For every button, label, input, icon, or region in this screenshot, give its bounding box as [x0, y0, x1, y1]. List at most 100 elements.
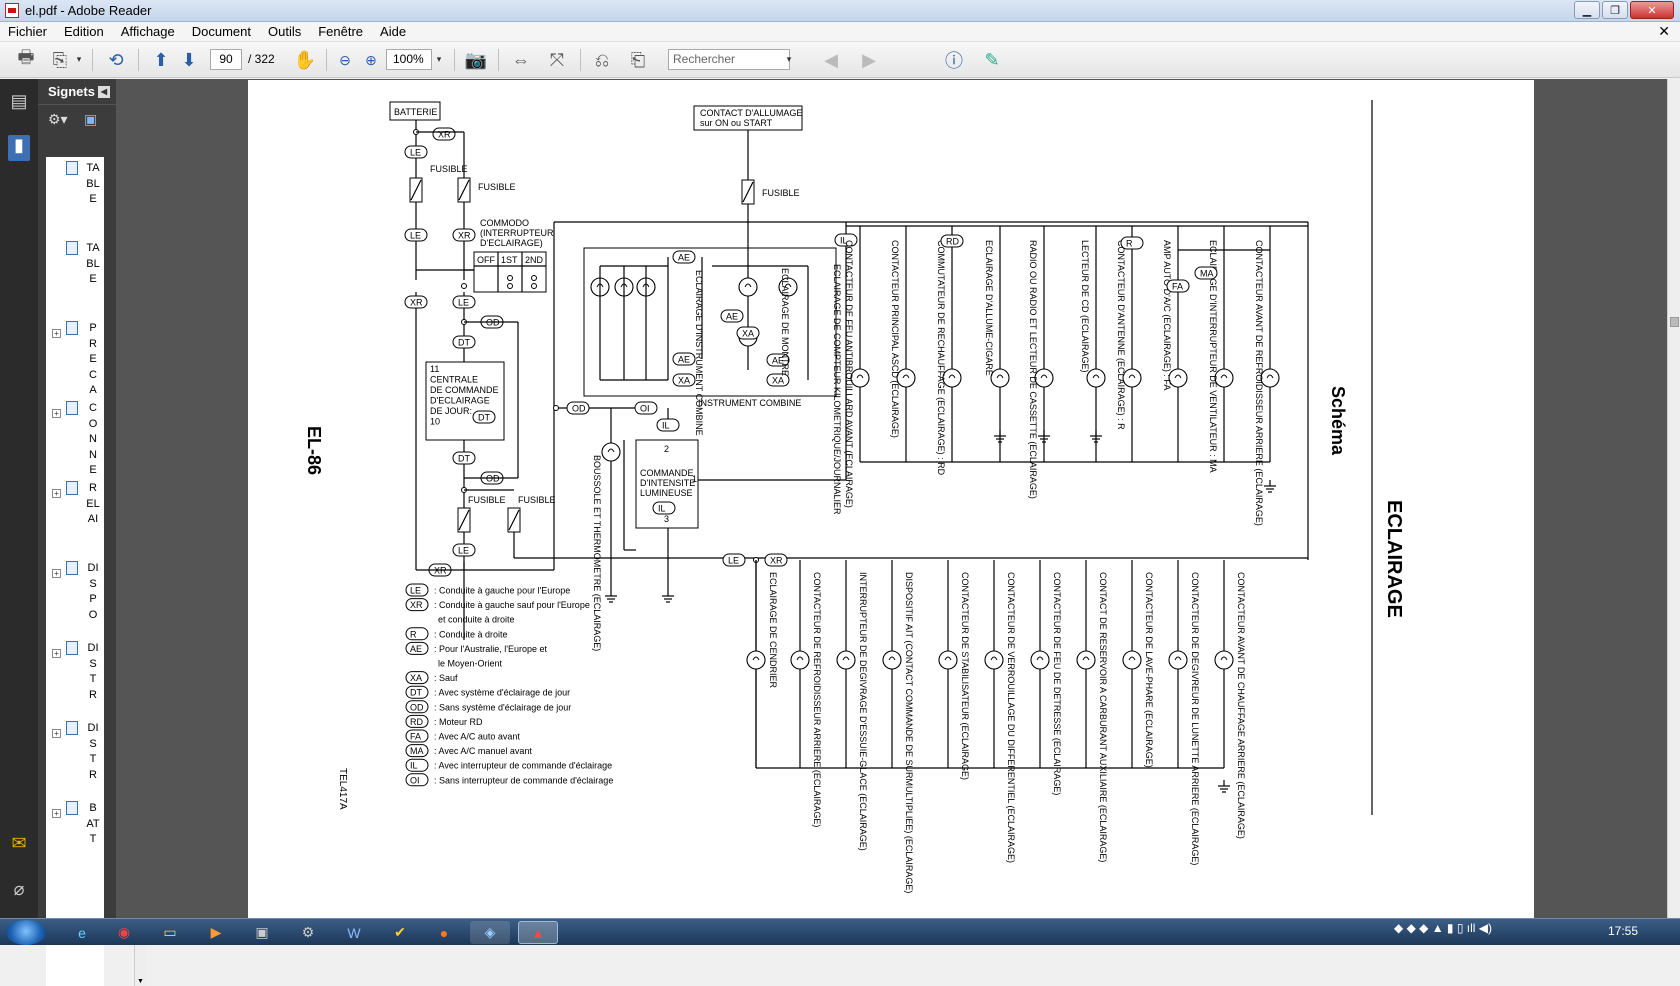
menu-aide[interactable]: Aide — [380, 24, 407, 39]
lamp-filament — [1036, 656, 1044, 661]
info-icon[interactable]: ⓘ — [945, 51, 963, 71]
legend-text: : Conduite à gauche pour l'Europe — [434, 586, 570, 596]
previous-page-icon[interactable]: ⬆ — [153, 49, 169, 70]
sign-icon[interactable]: ✎ — [984, 49, 1000, 70]
adobe-reader-task-icon[interactable]: ▲ — [518, 921, 558, 944]
share-dropdown-icon[interactable]: ▾ — [76, 54, 82, 64]
close-document-icon[interactable]: ✕ — [1658, 23, 1670, 39]
media-icon[interactable]: ▶ — [210, 924, 222, 940]
document-scrollbar[interactable] — [1667, 79, 1680, 918]
options-gear-icon[interactable]: ⚙▾ — [48, 111, 68, 127]
connector-r — [1120, 236, 1144, 250]
pages-icon[interactable]: ▤ — [10, 91, 28, 111]
legend-code: FA — [410, 732, 421, 742]
page-ref: EL-86 — [304, 426, 324, 475]
toolbar: 🖶 ⎘ ▾ ⟲ ⬆ ⬇ 90 / 322 ✋ ⊖ ⊕ 100% ▾ 📷 ⇔ ⤧ … — [0, 42, 1680, 78]
upper-component-label: ECLAIRAGE D'ALLUME-CIGARE — [984, 240, 994, 376]
snapshot-icon[interactable]: 📷 — [464, 49, 488, 70]
bookmark-label: DISPO — [87, 562, 99, 621]
connector-label: DT — [458, 338, 470, 348]
dimmer-label: COMMANDE — [640, 468, 694, 478]
window-icon[interactable]: ▣ — [255, 924, 269, 940]
menu-document[interactable]: Document — [191, 24, 251, 39]
zoom-in-icon[interactable]: ⊕ — [365, 51, 377, 68]
expand-icon[interactable]: + — [52, 329, 61, 338]
share-icon[interactable]: ⎘ — [52, 49, 68, 70]
maximize-button[interactable]: ❐ — [1602, 1, 1628, 19]
start-button[interactable] — [6, 920, 46, 945]
zoom-input[interactable]: 100% — [386, 49, 432, 70]
lamp-filament — [1174, 374, 1182, 379]
bookmarks-icon[interactable]: ▮ — [8, 135, 30, 161]
tray-icons[interactable]: ◆ ◆ ◆ ▲ ▮ ▯ ıll ◀) — [1394, 921, 1492, 935]
legend-connector — [405, 583, 429, 597]
junction — [531, 283, 537, 289]
rotate-right-icon[interactable]: ⎗ — [630, 49, 646, 70]
app-icon[interactable]: ◈ — [470, 921, 510, 944]
fit-page-icon[interactable]: ⤧ — [549, 49, 565, 70]
connector-fa — [1166, 279, 1190, 293]
lower-component-label: DISPOSITIF AIT (CONTACT COMMANDE DE SURM… — [904, 572, 914, 893]
legend-code: XR — [410, 600, 423, 610]
hand-tool-icon[interactable]: ✋ — [293, 49, 317, 70]
legend-connector — [405, 714, 429, 728]
ie-icon[interactable]: e — [78, 924, 86, 941]
connector-label: XA — [742, 329, 754, 339]
zoom-out-icon[interactable]: ⊖ — [339, 51, 351, 68]
print-icon[interactable]: 🖶 — [17, 47, 35, 67]
next-page-icon[interactable]: ⬇ — [181, 49, 197, 70]
connector-label: XR — [438, 130, 451, 140]
close-button[interactable]: ✕ — [1630, 1, 1674, 19]
expand-icon[interactable]: + — [52, 809, 61, 818]
upper-component-label: CONTACTEUR PRINCIPAL ASCD (ECLAIRAGE) — [890, 240, 900, 438]
attachments-icon[interactable]: ⌀ — [13, 879, 25, 899]
rotate-left-icon[interactable]: ⎌ — [594, 49, 610, 70]
collaborate-icon[interactable]: ⟲ — [108, 49, 124, 70]
legend-text: le Moyen-Orient — [438, 659, 503, 669]
legend-code: R — [410, 629, 417, 639]
minimize-button[interactable]: ▁ — [1574, 1, 1600, 19]
explorer-icon[interactable]: ▭ — [163, 924, 177, 940]
expand-icon[interactable]: + — [52, 409, 61, 418]
legend-text: : Avec interrupteur de commande d'éclair… — [434, 761, 612, 771]
connector-label: OD — [572, 404, 586, 414]
menu-edition[interactable]: Edition — [64, 24, 104, 39]
expand-icon[interactable]: + — [52, 729, 61, 738]
new-bookmark-icon[interactable]: ▣ — [84, 111, 98, 127]
search-dropdown-icon[interactable]: ▾ — [786, 54, 792, 64]
bookmark-icon — [66, 481, 78, 495]
menu-affichage[interactable]: Affichage — [120, 24, 175, 39]
legend-connector — [405, 729, 429, 743]
menu-outils[interactable]: Outils — [267, 24, 302, 39]
chrome-icon[interactable]: ◉ — [117, 924, 131, 940]
forward-icon[interactable]: ▶ — [862, 49, 876, 70]
legend-text: : Conduite à gauche sauf pour l'Europe — [434, 600, 590, 610]
firefox-icon[interactable]: ● — [439, 924, 449, 941]
junction — [507, 275, 513, 281]
daytime-unit-box — [425, 361, 505, 441]
word-icon[interactable]: W — [347, 924, 361, 941]
bookmark-label: DISTR — [87, 722, 99, 781]
expand-icon[interactable]: + — [52, 489, 61, 498]
menu-fichier[interactable]: Fichier — [8, 24, 48, 39]
junction — [531, 275, 537, 281]
search-input[interactable]: Rechercher — [668, 49, 790, 70]
comments-icon[interactable]: ✉ — [11, 833, 27, 853]
zoom-dropdown-icon[interactable]: ▾ — [436, 54, 442, 64]
connector-label: R — [1126, 239, 1133, 249]
legend-code: OD — [410, 702, 424, 712]
network-icon[interactable]: ⚙ — [301, 924, 315, 940]
connector-label: IL — [840, 236, 848, 246]
expand-icon[interactable]: + — [52, 649, 61, 658]
expand-icon[interactable]: + — [52, 569, 61, 578]
back-icon[interactable]: ◀ — [824, 49, 838, 70]
menu-fenetre[interactable]: Fenêtre — [318, 24, 364, 39]
page-number-input[interactable]: 90 — [210, 49, 242, 70]
lamp-symbol — [1168, 368, 1188, 388]
fit-width-icon[interactable]: ⇔ — [512, 49, 530, 70]
norton-icon[interactable]: ✔ — [394, 924, 406, 940]
collapse-panel-icon[interactable]: ◀ — [98, 86, 110, 98]
lamp-symbol — [1034, 368, 1054, 388]
compass-label: BOUSSOLE ET THERMOMETRE (ECLAIRAGE) — [592, 455, 602, 651]
